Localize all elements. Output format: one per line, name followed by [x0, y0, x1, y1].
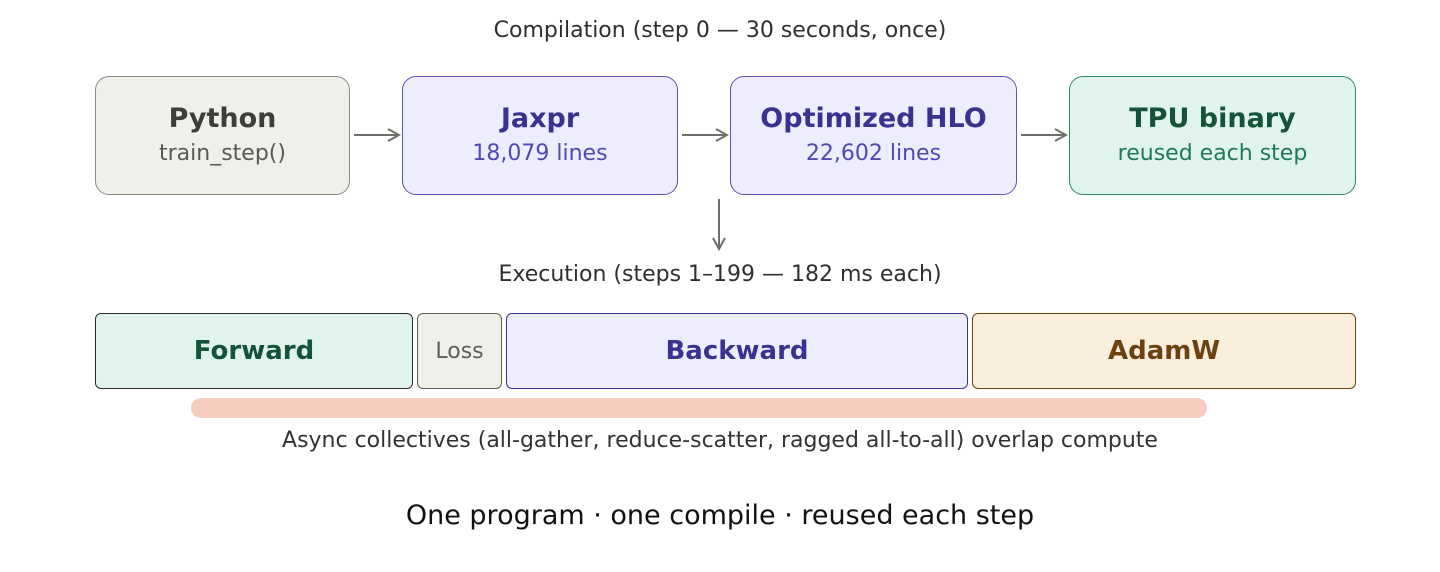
footer-tagline: One program · one compile · reused each …	[405, 500, 1035, 531]
stage-optimized-hlo: Optimized HLO 22,602 lines	[730, 76, 1017, 195]
segment-loss-label: Loss	[435, 338, 484, 364]
stage-jaxpr: Jaxpr 18,079 lines	[402, 76, 678, 195]
stage-tpu-binary-title: TPU binary	[1129, 102, 1296, 134]
stage-jaxpr-subtitle: 18,079 lines	[472, 140, 608, 166]
segment-backward-label: Backward	[665, 336, 809, 366]
segment-backward: Backward	[506, 313, 968, 389]
async-collectives-caption: Async collectives (all-gather, reduce-sc…	[282, 428, 1158, 453]
segment-adamw-label: AdamW	[1107, 336, 1221, 366]
stage-python: Python train_step()	[95, 76, 350, 195]
stage-python-subtitle: train_step()	[159, 140, 286, 166]
compilation-heading: Compilation (step 0 — 30 seconds, once)	[493, 18, 947, 43]
stage-optimized-hlo-subtitle: 22,602 lines	[805, 140, 942, 166]
stage-optimized-hlo-title: Optimized HLO	[760, 102, 987, 134]
stage-python-title: Python	[168, 102, 277, 134]
async-collectives-overlap-bar	[191, 398, 1207, 418]
stage-tpu-binary: TPU binary reused each step	[1069, 76, 1356, 195]
execution-heading: Execution (steps 1–199 — 182 ms each)	[498, 262, 942, 287]
stage-tpu-binary-subtitle: reused each step	[1117, 140, 1308, 166]
segment-adamw: AdamW	[972, 313, 1356, 389]
stage-jaxpr-title: Jaxpr	[500, 102, 580, 134]
segment-loss: Loss	[417, 313, 502, 389]
segment-forward-label: Forward	[193, 336, 315, 366]
segment-forward: Forward	[95, 313, 413, 389]
